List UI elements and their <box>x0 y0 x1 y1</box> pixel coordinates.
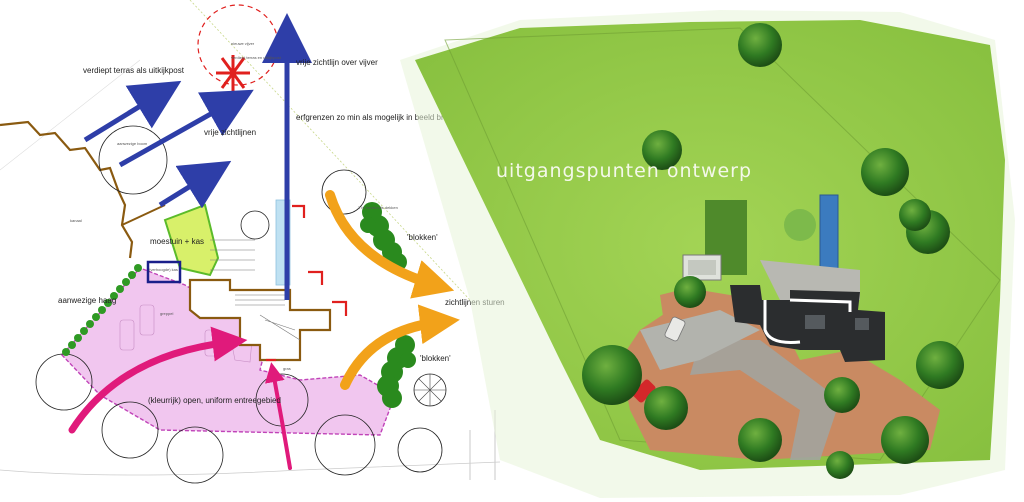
sightline-arrow <box>118 89 254 168</box>
small-label-kanaal: kanaal <box>70 218 82 223</box>
property-boundary <box>0 120 134 259</box>
steer-arrow-bottom <box>340 304 460 390</box>
small-label-greppel: greppel <box>160 311 173 316</box>
plan-drawing: verdiept terras als uitkijkpost vrije zi… <box>0 0 505 484</box>
hedge <box>62 264 142 356</box>
render-title: uitgangspunten ontwerp <box>496 160 752 182</box>
small-label-gras: gras <box>283 366 291 371</box>
greenhouse <box>146 260 182 284</box>
sightline-arrow <box>158 160 232 209</box>
viewpoint-star <box>216 55 250 92</box>
blocking-shrubs-top <box>360 202 407 271</box>
greenhouse-roof <box>688 260 716 275</box>
small-label-hardhout: 2 hr hardhouts dekken <box>358 205 398 210</box>
blocking-shrubs-bottom <box>377 335 416 408</box>
building-interior <box>210 239 301 341</box>
house-roof-detail <box>805 315 825 329</box>
label-blokken-top: 'blokken' <box>407 233 438 242</box>
terrace <box>760 260 860 300</box>
survey-line <box>0 59 141 171</box>
small-label-verdiept: verdiept terras en uitkijkpost <box>231 55 282 60</box>
small-label-nieuwe-vijver: nieuwe vijver <box>231 41 255 46</box>
steer-arrow-top <box>325 190 455 299</box>
label-erfgrenzen: erfgrenzen zo min als mogelijk in beeld … <box>296 113 466 122</box>
label-blokken-bottom: 'blokken' <box>420 354 451 363</box>
car-white <box>664 316 686 342</box>
entrance-arrow <box>68 326 248 434</box>
house-roof-detail <box>855 318 869 330</box>
label-moestuin: moestuin + kas <box>150 237 204 246</box>
road-line <box>469 410 496 480</box>
house <box>730 285 885 362</box>
property-boundary <box>121 204 166 226</box>
label-entreegebied: (kleurrijk) open, uniform entreegebied <box>148 396 281 405</box>
label-vrije-zichtlijnen: vrije zichtlijnen <box>204 128 256 137</box>
sightline-arrows <box>83 13 312 300</box>
car-red <box>632 379 656 403</box>
small-label-kas: (verhoogde) kas <box>149 267 178 272</box>
rendered-site-plan: uitgangspunten ontwerp <box>400 10 1015 498</box>
small-label-aanwezige-boom: aanwezige boom <box>117 141 148 146</box>
red-marks <box>266 204 348 362</box>
label-aanwezige-haag: aanwezige haag <box>58 296 116 305</box>
label-verdiept-terras: verdiept terras als uitkijkpost <box>83 66 185 75</box>
house-edge <box>763 300 801 344</box>
driveway <box>690 340 840 460</box>
compass <box>414 374 446 406</box>
survey-line <box>189 0 471 301</box>
house-edge <box>789 298 852 312</box>
label-vrije-zichtlijn-vijver: vrije zichtlijn over vijver <box>296 58 378 67</box>
sightline-arrow <box>83 80 182 143</box>
entrance-arrow <box>265 362 292 470</box>
trees <box>582 23 964 479</box>
road-line <box>0 461 501 476</box>
